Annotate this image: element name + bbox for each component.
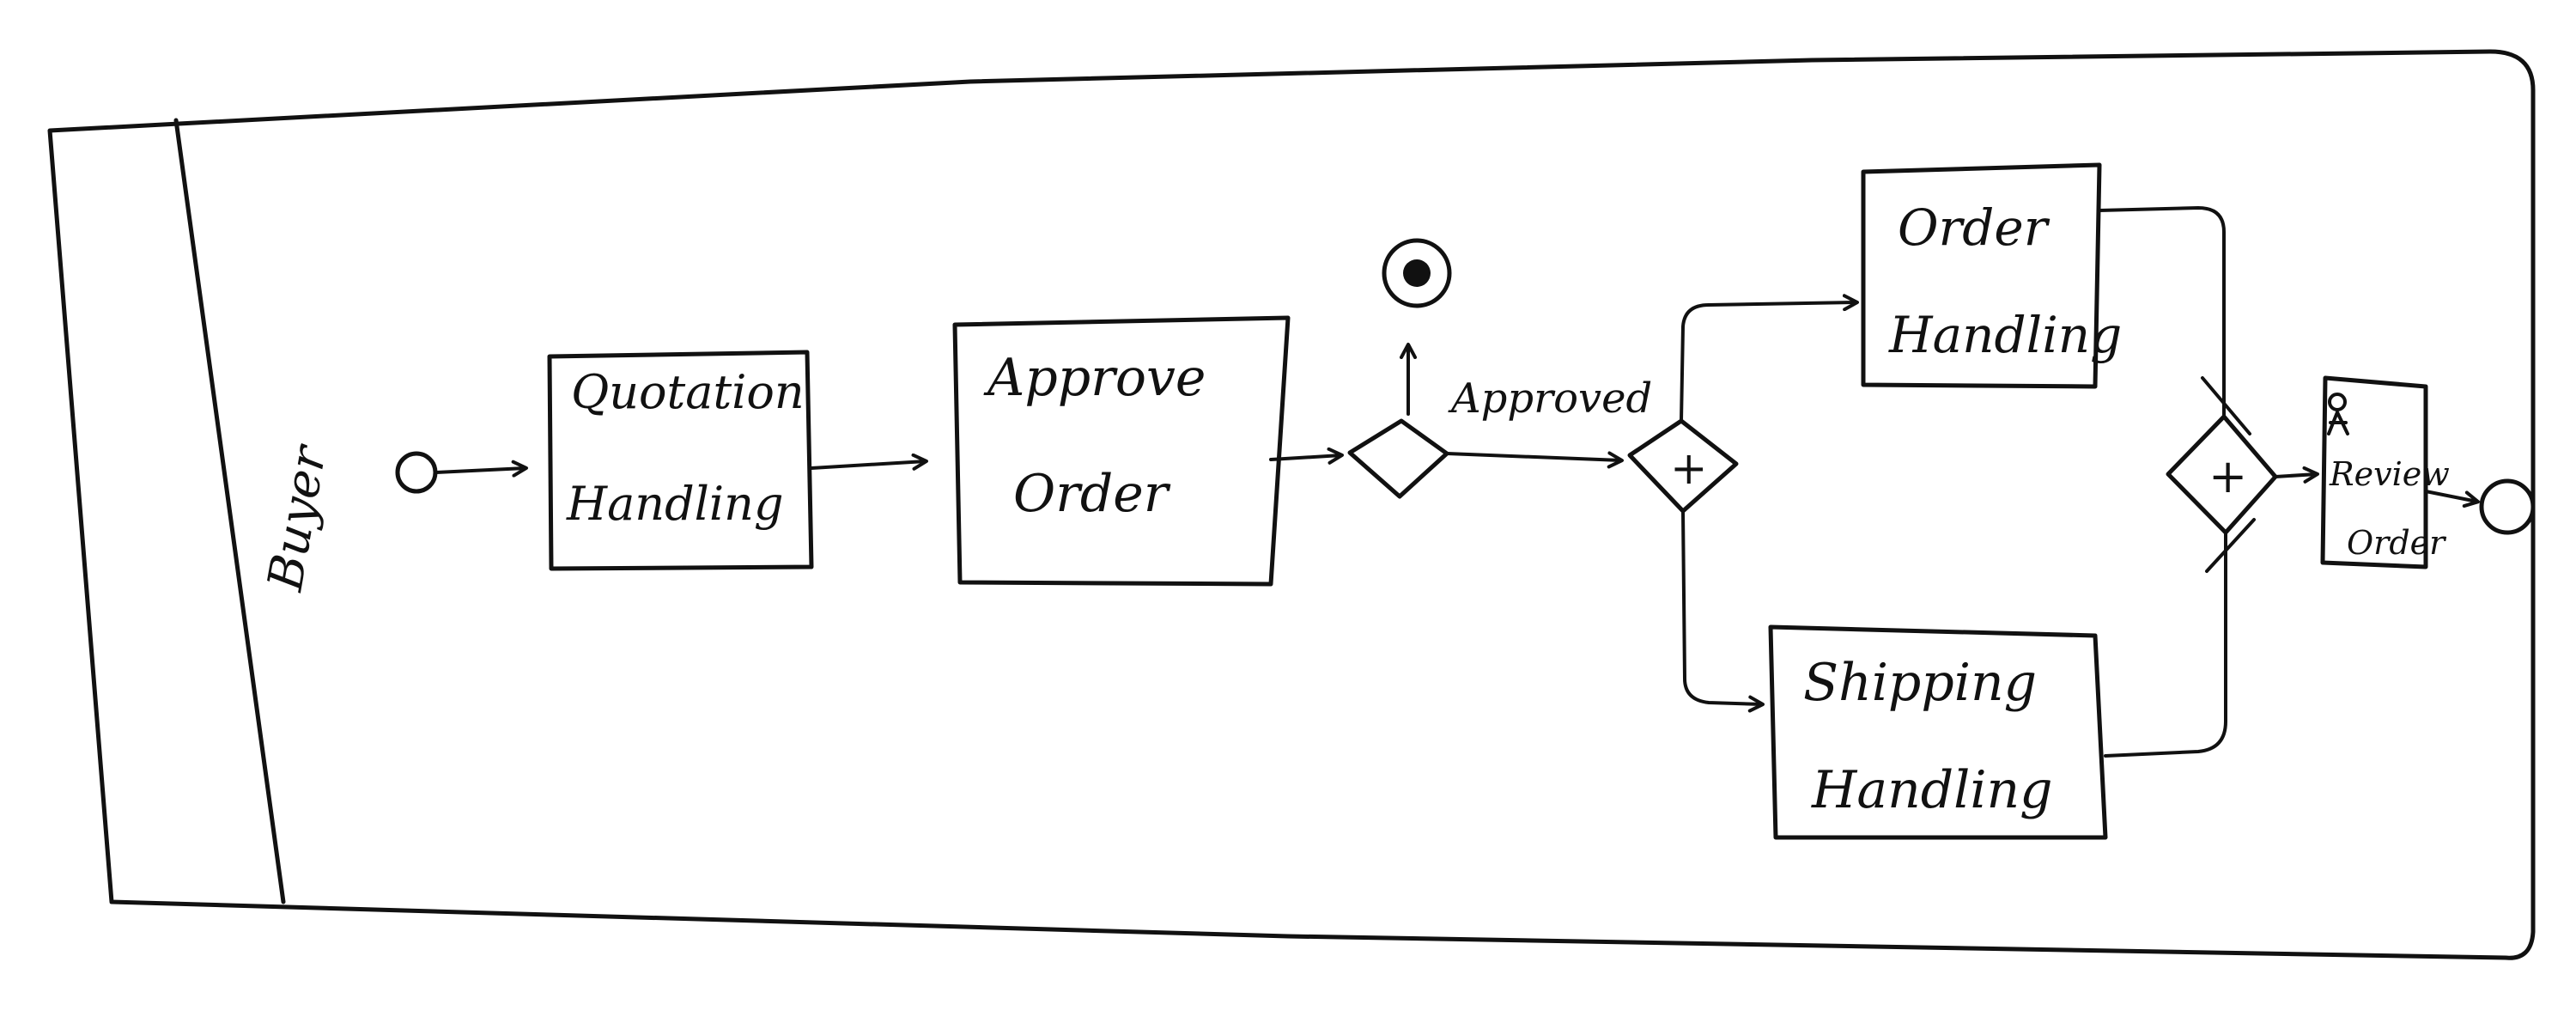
exclusive-gateway bbox=[1347, 418, 1449, 499]
user-task-icon-body bbox=[2327, 411, 2349, 435]
flow-quotation-to-approve bbox=[810, 453, 928, 471]
task-quotation-label-2: Handling bbox=[566, 477, 784, 531]
task-order-label-1: Order bbox=[1898, 198, 2050, 257]
task-approve-label-2: Order bbox=[1013, 464, 1171, 524]
end-event-terminate bbox=[1382, 238, 1452, 308]
flow-shipping-to-join bbox=[2104, 531, 2227, 758]
pool-border bbox=[47, 49, 2536, 960]
task-order-label-2: Handling bbox=[1888, 306, 2122, 364]
flow-review-to-end bbox=[2424, 490, 2480, 508]
parallel-gateway-split bbox=[1627, 418, 1739, 514]
join-cross-bottom bbox=[2205, 518, 2256, 573]
task-approve-label-1: Approve bbox=[983, 348, 1206, 408]
start-event bbox=[395, 451, 438, 494]
end-event bbox=[2479, 478, 2536, 535]
task-shipping-handling bbox=[1768, 624, 2108, 840]
flow-approved bbox=[1445, 451, 1624, 469]
flow-approved-label: Approved bbox=[1448, 374, 1652, 423]
task-approve-order bbox=[952, 315, 1291, 587]
join-cross-top bbox=[2201, 376, 2251, 435]
task-quotation-label-1: Quotation bbox=[571, 365, 805, 419]
task-shipping-label-2: Handling bbox=[1811, 760, 2053, 820]
task-shipping-label-1: Shipping bbox=[1803, 653, 2037, 713]
lane-label-buyer: Buyer bbox=[258, 440, 338, 596]
flow-order-to-join bbox=[2098, 206, 2226, 418]
task-quotation-handling bbox=[547, 350, 814, 571]
flow-split-to-order bbox=[1680, 294, 1859, 423]
end-event-terminate-dot bbox=[1403, 259, 1431, 287]
flow-join-to-review bbox=[2274, 466, 2319, 484]
task-review-order bbox=[2320, 375, 2428, 569]
task-order-handling bbox=[1861, 162, 2102, 389]
lane-divider bbox=[173, 118, 286, 904]
parallel-join-symbol: + bbox=[2208, 449, 2247, 503]
flow-start-to-quotation bbox=[434, 460, 528, 478]
flow-split-to-shipping bbox=[1681, 509, 1765, 713]
parallel-split-symbol: + bbox=[1670, 443, 1708, 495]
task-review-label-2: Order bbox=[2347, 524, 2447, 562]
flow-approve-to-gateway bbox=[1269, 447, 1344, 465]
user-task-icon-head bbox=[2328, 393, 2347, 411]
task-review-label-1: Review bbox=[2329, 455, 2450, 493]
